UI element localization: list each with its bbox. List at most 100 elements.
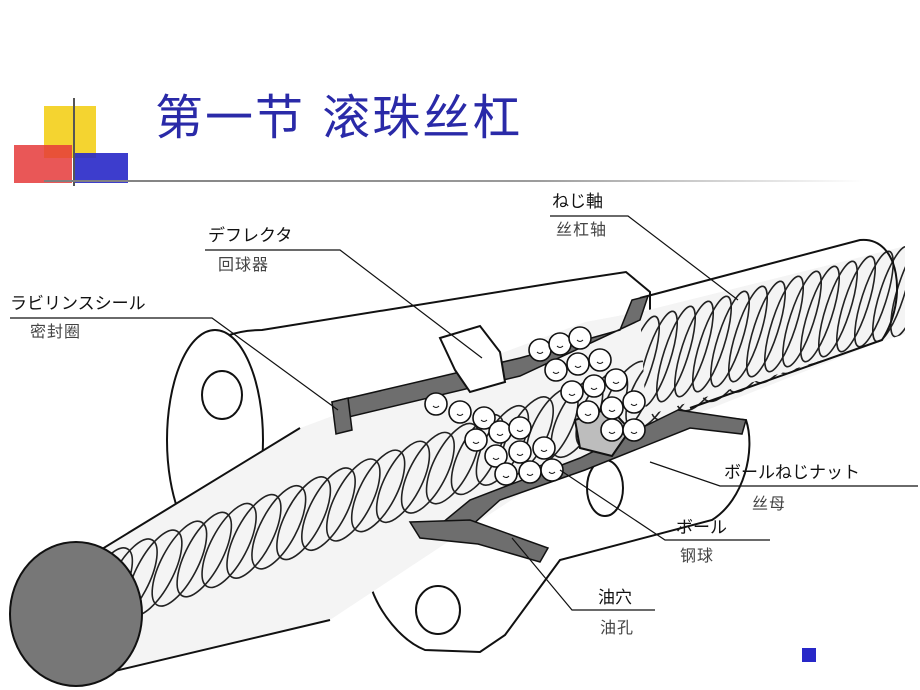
steel-ball — [472, 406, 496, 430]
label-seal-jp: ラビリンスシール — [10, 294, 146, 314]
steel-ball — [528, 338, 552, 362]
steel-ball-highlight — [432, 405, 440, 408]
steel-ball — [540, 458, 564, 482]
flange-bolt-hole — [586, 459, 624, 517]
steel-ball-highlight — [608, 431, 616, 434]
thread-ridge — [176, 511, 233, 598]
steel-ball-highlight — [516, 429, 524, 432]
thread-ridge — [763, 275, 805, 373]
steel-ball — [600, 418, 624, 442]
thread-ridge — [799, 265, 841, 363]
thread-ridge — [835, 255, 877, 353]
leader-lines — [10, 215, 918, 611]
thread-ridge — [375, 440, 431, 524]
steel-ball-highlight — [590, 387, 598, 390]
steel-ball — [508, 416, 532, 440]
steel-ball — [488, 420, 512, 444]
steel-ball-highlight — [556, 345, 564, 348]
decor-vertical-line — [73, 98, 75, 186]
label-seal-zh: 密封圈 — [30, 322, 82, 341]
steel-ball — [548, 332, 572, 356]
thread-ridge — [276, 476, 332, 561]
thread-ridge — [817, 260, 859, 358]
steel-balls — [424, 326, 646, 486]
title-underline — [44, 180, 864, 182]
thread-ridge — [655, 305, 697, 403]
thread-ridge — [325, 458, 381, 542]
steel-ball — [576, 400, 600, 424]
thread-ridge — [201, 502, 257, 589]
steel-ball — [568, 326, 592, 350]
steel-ball-highlight — [516, 453, 524, 456]
steel-ball — [600, 396, 624, 420]
nut-cross-section — [331, 294, 747, 563]
steel-ball-highlight — [612, 381, 620, 384]
label-ball-jp: ボール — [676, 518, 727, 538]
label-nut-jp: ボールねじナット — [724, 463, 860, 483]
steel-ball-highlight — [536, 351, 544, 354]
thread-ridge — [745, 280, 787, 378]
thread-ridge — [709, 290, 751, 388]
thread-ridge — [350, 449, 406, 533]
label-oil-hole-jp: 油穴 — [598, 588, 632, 608]
thread-ridge — [853, 250, 895, 348]
thread-ridge — [727, 285, 769, 383]
steel-ball — [484, 444, 508, 468]
thread-ridge — [889, 246, 905, 338]
thread-ridge — [226, 493, 282, 579]
steel-ball — [588, 348, 612, 372]
thread-ridge — [673, 300, 715, 398]
steel-ball — [448, 400, 472, 424]
steel-ball-highlight — [456, 413, 464, 416]
steel-ball — [518, 460, 542, 484]
thread-ridge — [691, 295, 733, 393]
label-oil-hole-zh: 油孔 — [600, 618, 635, 637]
thread-ridge — [781, 270, 823, 368]
steel-ball — [582, 374, 606, 398]
steel-ball-highlight — [526, 473, 534, 476]
steel-ball — [604, 368, 628, 392]
label-screw-shaft-jp: ねじ軸 — [552, 192, 603, 212]
thread-ridge — [640, 315, 661, 413]
steel-ball — [494, 462, 518, 486]
flange-bolt-hole — [415, 585, 461, 635]
steel-ball-highlight — [496, 433, 504, 436]
thread-ridge — [301, 467, 356, 552]
steel-ball — [532, 436, 556, 460]
thread-ridge — [151, 520, 208, 607]
decor-blue-square — [74, 153, 128, 183]
steel-ball-highlight — [548, 471, 556, 474]
page-title: 第一节 滚珠丝杠 — [155, 90, 523, 146]
thread-ridge — [251, 484, 307, 570]
shaft-end-face — [9, 541, 143, 687]
label-deflector-zh: 回球器 — [218, 255, 270, 274]
steel-ball-highlight — [552, 371, 560, 374]
steel-ball-highlight — [630, 431, 638, 434]
steel-ball-highlight — [568, 393, 576, 396]
steel-ball-highlight — [574, 365, 582, 368]
steel-ball-highlight — [472, 441, 480, 444]
steel-ball-highlight — [502, 475, 510, 478]
steel-ball-highlight — [584, 413, 592, 416]
label-screw-shaft-zh: 丝杠轴 — [556, 220, 608, 239]
steel-ball — [566, 352, 590, 376]
steel-ball-highlight — [492, 457, 500, 460]
label-deflector-jp: デフレクタ — [208, 226, 293, 246]
steel-ball-highlight — [576, 339, 584, 342]
steel-ball — [544, 358, 568, 382]
label-nut-zh: 丝母 — [752, 494, 787, 513]
steel-ball-highlight — [480, 419, 488, 422]
steel-ball-highlight — [596, 361, 604, 364]
flange-bolt-hole — [201, 370, 243, 420]
steel-ball — [508, 440, 532, 464]
steel-ball — [424, 392, 448, 416]
steel-ball-highlight — [630, 403, 638, 406]
thread-ridge — [425, 422, 480, 505]
steel-ball-highlight — [540, 449, 548, 452]
label-ball-zh: 钢球 — [680, 546, 715, 565]
steel-ball — [464, 428, 488, 452]
steel-ball-highlight — [608, 409, 616, 412]
steel-ball — [622, 418, 646, 442]
